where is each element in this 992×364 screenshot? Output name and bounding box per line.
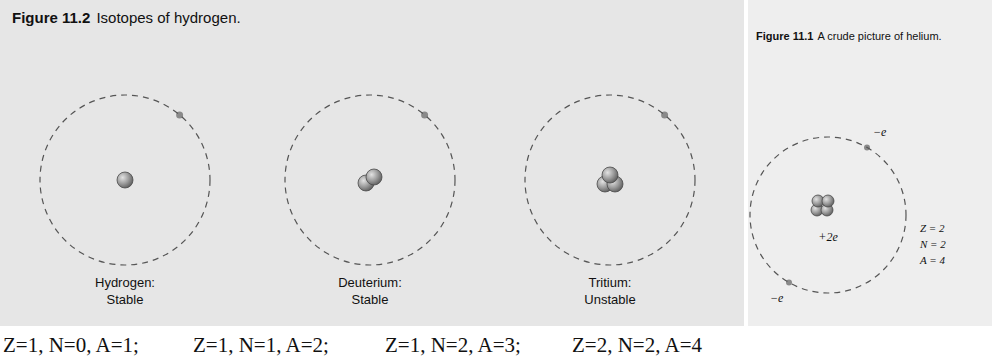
isotope-label: Deuterium: Stable — [338, 274, 402, 308]
isotope-numbers: Z=1, N=2, A=3; — [385, 333, 521, 357]
atom-figure: Hydrogen: Stable — [35, 90, 215, 314]
electron-orbit — [525, 95, 695, 265]
atomic-number: Z = 2 — [920, 222, 945, 235]
figure-panel — [0, 0, 744, 326]
helium-atom: +2e — [745, 132, 911, 298]
mass-number: A = 4 — [920, 254, 945, 267]
electron-orbit — [40, 95, 210, 265]
neutron-number: N = 2 — [920, 238, 946, 251]
electron-charge: −e — [770, 292, 783, 306]
atom-outline — [35, 90, 215, 270]
atom-figure: Deuterium: Stable — [280, 90, 460, 314]
isotope-numbers: Z=2, N=2, A=4 — [572, 333, 702, 357]
electron-dot — [786, 280, 792, 286]
isotope-label: Hydrogen: Stable — [95, 274, 155, 308]
atom-figure: Tritium: Unstable — [520, 90, 700, 314]
figure-panel — [748, 0, 992, 326]
isotope-numbers: Z=1, N=1, A=2; — [193, 333, 329, 357]
charge-label: +2e — [818, 229, 837, 245]
atom-outline — [280, 90, 460, 270]
figure-caption: A crude picture of helium. — [817, 30, 941, 43]
nucleon — [602, 167, 618, 183]
electron-orbit — [285, 95, 455, 265]
figure-number: Figure 11.2 — [12, 9, 90, 26]
figure-caption: Isotopes of hydrogen. — [96, 9, 240, 26]
isotope-label: Tritium: Unstable — [584, 274, 635, 308]
nucleon — [822, 195, 834, 207]
nucleon — [366, 169, 382, 185]
isotope-numbers: Z=1, N=0, A=1; — [3, 333, 139, 357]
electron-orbit — [750, 137, 906, 293]
atom-outline — [520, 90, 700, 270]
nucleon — [117, 172, 133, 188]
electron-charge: −e — [873, 126, 886, 140]
atom-outline — [745, 132, 911, 298]
figure-number: Figure 11.1 — [756, 30, 813, 43]
